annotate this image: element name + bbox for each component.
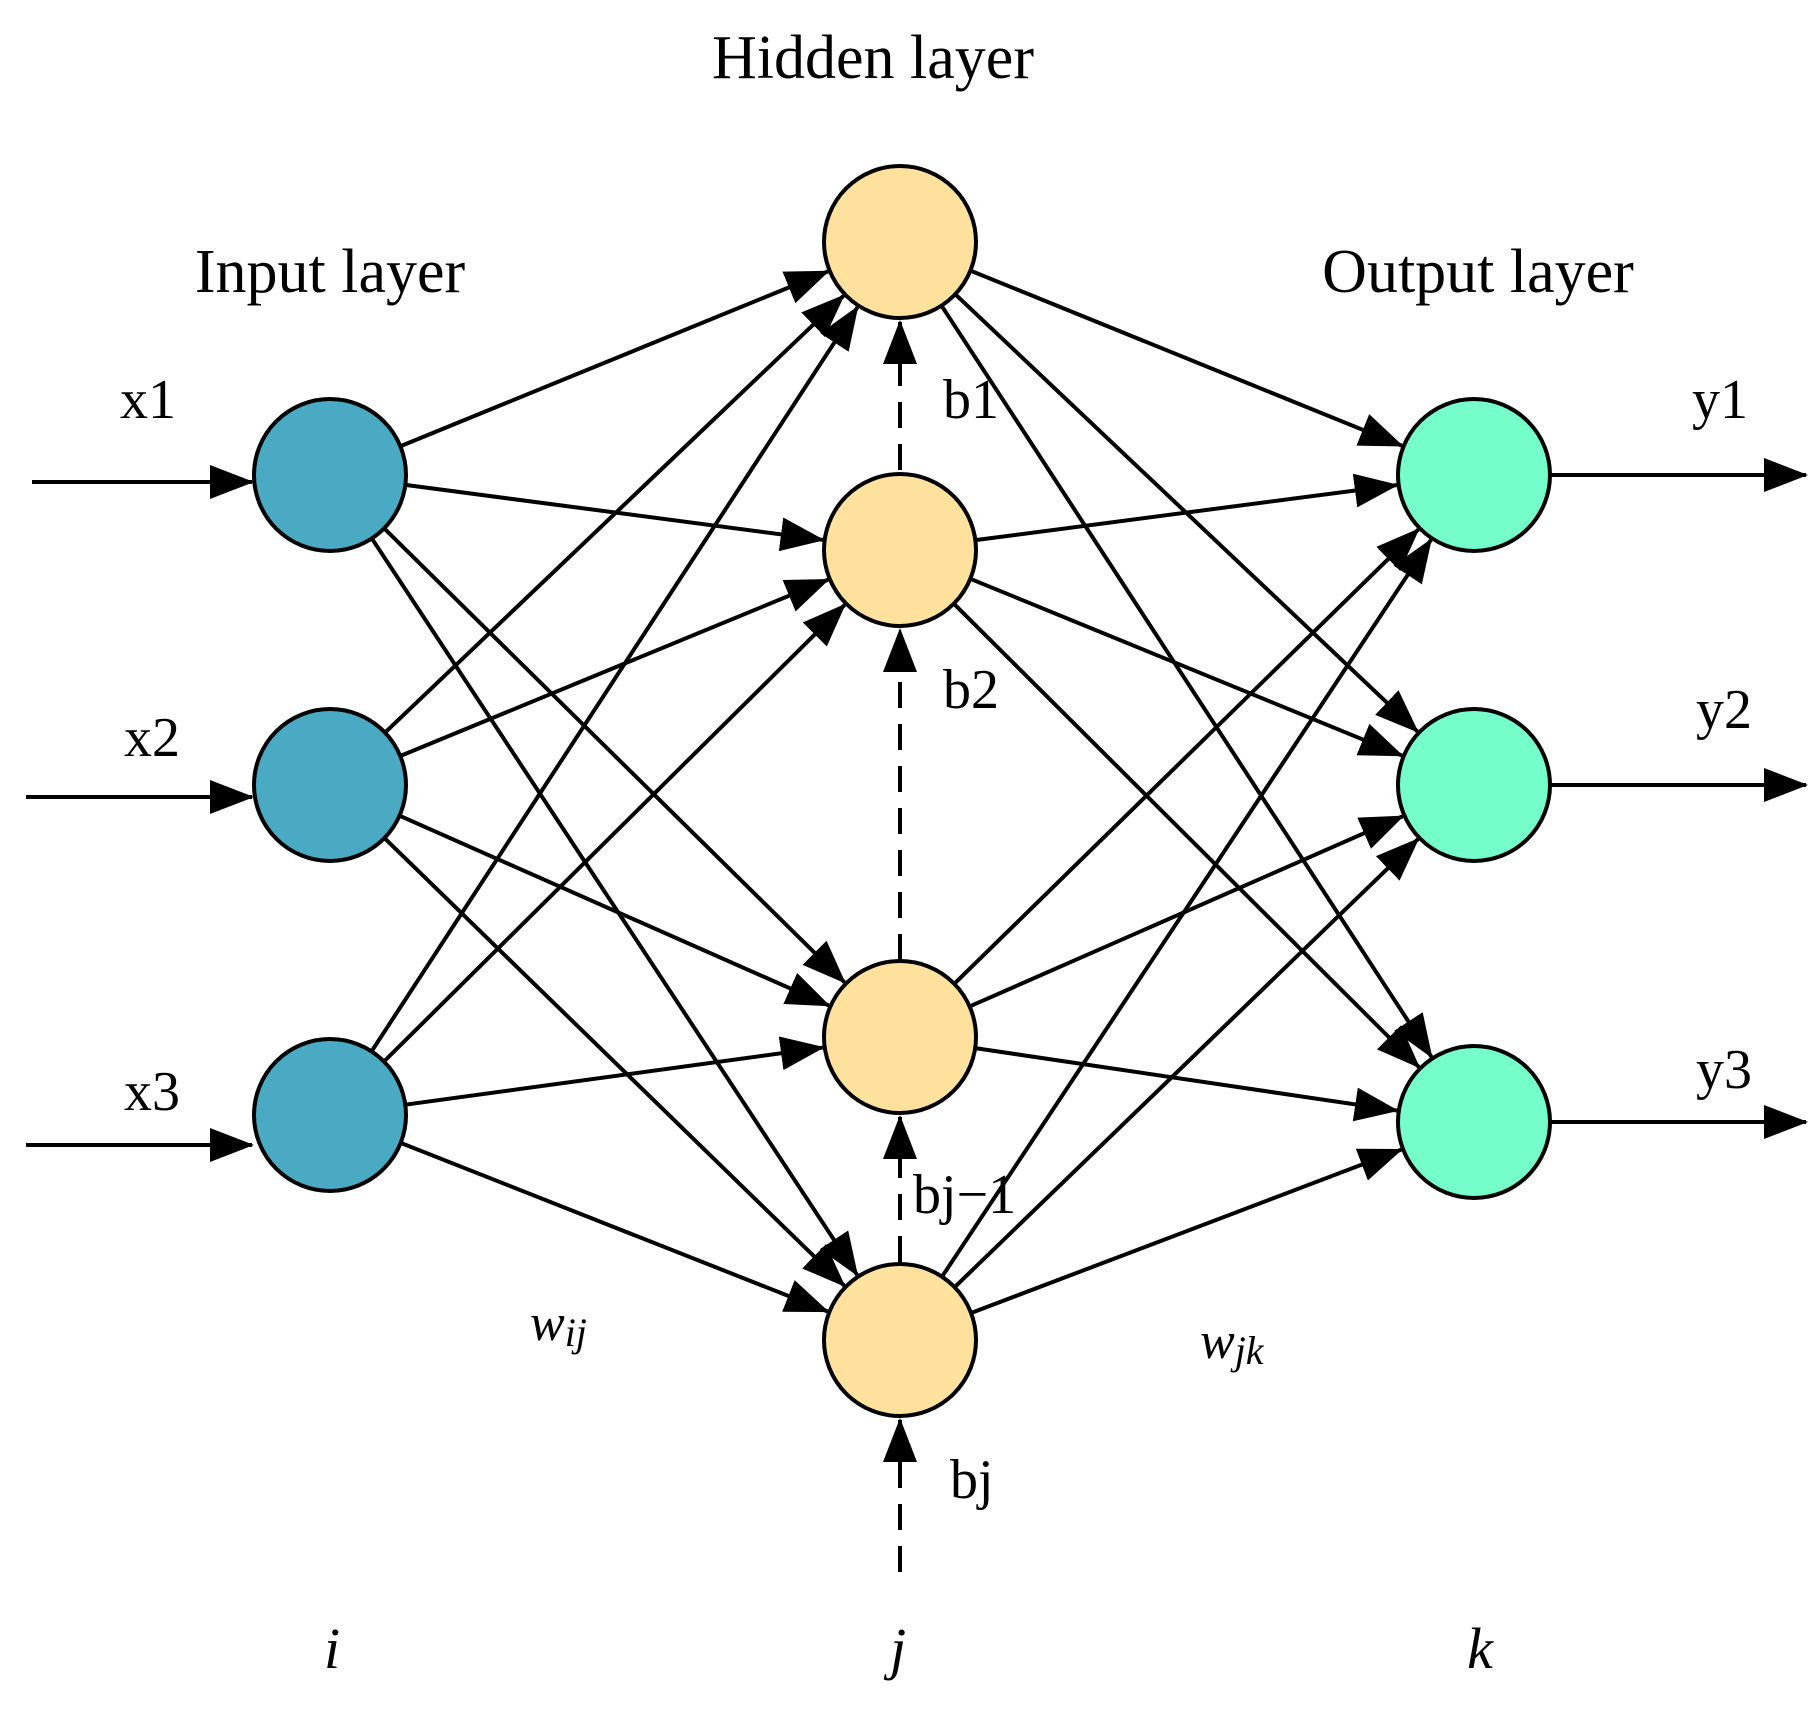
output-node-3 — [1396, 1044, 1552, 1200]
weight-subscript-jk: jk — [1230, 1328, 1265, 1373]
index-label-j: j — [883, 1616, 906, 1681]
weight-label-wjk: wjk — [1200, 1313, 1265, 1373]
edge-x1-h1 — [399, 269, 830, 449]
input-node-3 — [252, 1037, 408, 1193]
edge-x2-h2 — [399, 577, 830, 758]
edge-h1-y1 — [969, 268, 1404, 448]
hidden-node-4 — [822, 1262, 978, 1418]
edge-x1-h3 — [382, 526, 846, 984]
edge-h2-y3 — [952, 602, 1421, 1069]
edge-h4-y3 — [970, 1147, 1403, 1315]
edge-x2-h1 — [383, 294, 845, 735]
output-label-y3: y3 — [1696, 1039, 1752, 1101]
input-layer-title: Input layer — [195, 238, 466, 306]
hidden-node-1 — [822, 164, 978, 320]
output-label-y2: y2 — [1696, 679, 1752, 741]
bias-label-bj: bj — [950, 1449, 994, 1511]
weight-symbol-wij: w — [530, 1295, 565, 1352]
edge-h4-y1 — [940, 538, 1433, 1278]
output-node-1 — [1396, 397, 1552, 553]
edge-h2-y1 — [975, 473, 1399, 543]
weight-symbol-wjk: w — [1200, 1313, 1235, 1370]
hidden-node-2 — [822, 472, 978, 628]
edge-x3-h4 — [399, 1141, 830, 1314]
bias-label-b2: b2 — [943, 659, 999, 721]
edge-x2-h3 — [398, 813, 831, 1008]
edge-h1-y3 — [939, 304, 1434, 1059]
index-label-k: k — [1467, 1616, 1494, 1681]
weight-label-wij: wij — [530, 1295, 587, 1355]
bias-label-bj-1: bj−1 — [913, 1164, 1016, 1226]
bias-label-b1: b1 — [943, 369, 999, 431]
edge-h2-y2 — [969, 576, 1404, 758]
weight-subscript-ij: ij — [565, 1310, 587, 1355]
edge-x3-h2 — [382, 603, 847, 1063]
edge-x3-h1 — [369, 305, 860, 1053]
input-node-1 — [252, 397, 408, 553]
edge-x3-h3 — [405, 1036, 825, 1107]
input-label-x3: x3 — [124, 1061, 180, 1123]
edge-h3-y1 — [952, 528, 1420, 986]
hidden-node-3 — [822, 959, 978, 1115]
input-label-x2: x2 — [124, 707, 180, 769]
edge-h3-y3 — [974, 1046, 1399, 1122]
index-label-i: i — [324, 1616, 340, 1681]
hidden-layer-title: Hidden layer — [712, 24, 1034, 92]
output-label-y1: y1 — [1692, 369, 1748, 431]
output-layer-title: Output layer — [1322, 238, 1634, 306]
output-node-2 — [1396, 707, 1552, 863]
input-node-2 — [252, 707, 408, 863]
input-label-x1: x1 — [120, 369, 176, 431]
edge-x1-h4 — [370, 537, 859, 1277]
neurons — [252, 164, 1552, 1418]
edge-h4-y2 — [953, 837, 1420, 1289]
connections — [26, 268, 1808, 1572]
